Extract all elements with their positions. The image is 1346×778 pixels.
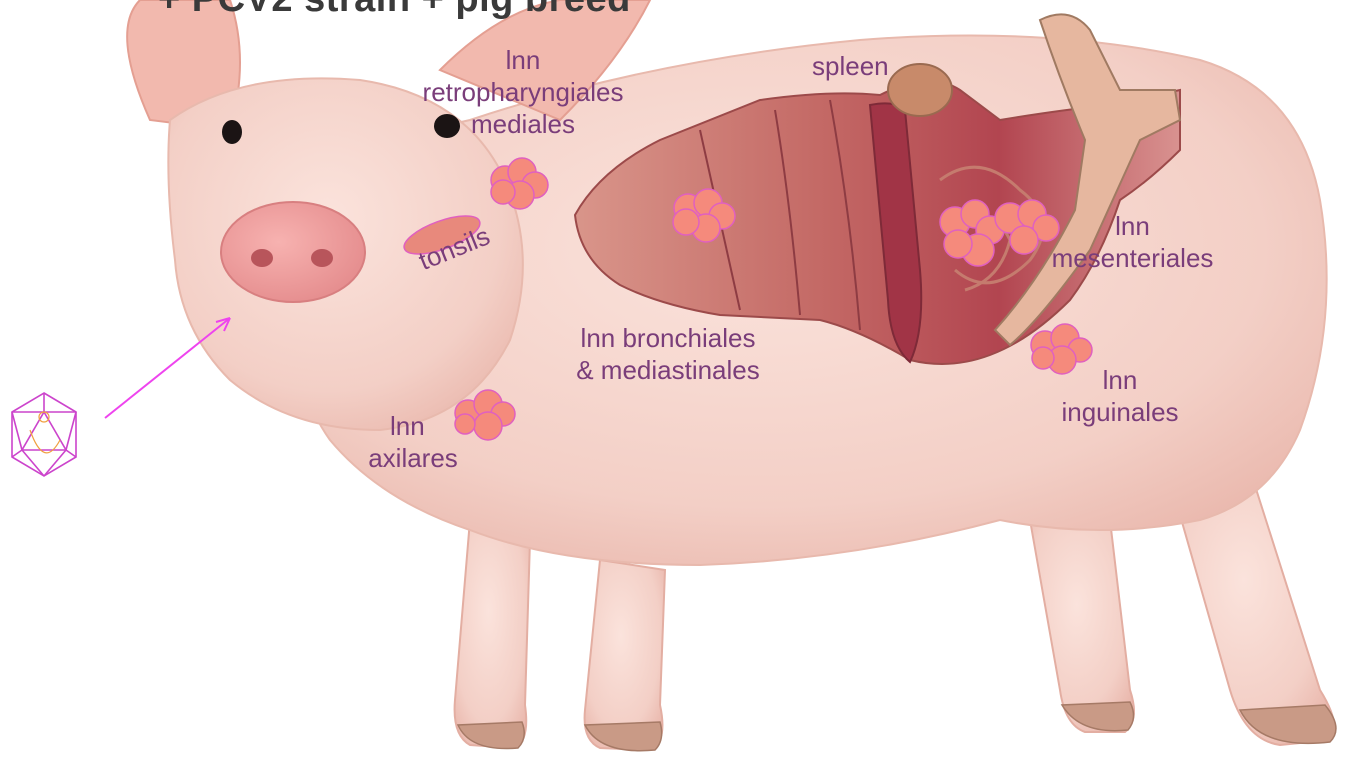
- virus-icon: [12, 393, 76, 476]
- label-retropharyngiales-line3: mediales: [392, 108, 654, 140]
- label-retropharyngiales-line1: lnn: [392, 44, 654, 76]
- pig-nostril-right: [311, 249, 333, 267]
- label-axilares-line2: axilares: [358, 442, 468, 474]
- label-retropharyngiales-line2: retropharyngiales: [392, 76, 654, 108]
- label-spleen: spleen: [812, 50, 889, 82]
- label-retropharyngiales: lnn retropharyngiales mediales: [392, 44, 654, 140]
- label-axilares: lnn axilares: [358, 410, 468, 474]
- label-inguinales-line1: lnn: [1045, 364, 1195, 396]
- pig-eye-left: [222, 120, 242, 144]
- label-axilares-line1: lnn: [358, 410, 468, 442]
- label-inguinales: lnn inguinales: [1045, 364, 1195, 428]
- label-bronchiales-line2: & mediastinales: [552, 354, 784, 386]
- label-mesenteriales-line2: mesenteriales: [1030, 242, 1235, 274]
- label-bronchiales: lnn bronchiales & mediastinales: [552, 322, 784, 386]
- infection-arrow: [105, 318, 230, 418]
- label-bronchiales-line1: lnn bronchiales: [552, 322, 784, 354]
- label-inguinales-line2: inguinales: [1045, 396, 1195, 428]
- label-mesenteriales: lnn mesenteriales: [1030, 210, 1235, 274]
- pig-nostril-left: [251, 249, 273, 267]
- label-mesenteriales-line1: lnn: [1030, 210, 1235, 242]
- pig-snout: [221, 202, 365, 302]
- slide-title: + PCV2 strain + pig breed: [158, 0, 631, 21]
